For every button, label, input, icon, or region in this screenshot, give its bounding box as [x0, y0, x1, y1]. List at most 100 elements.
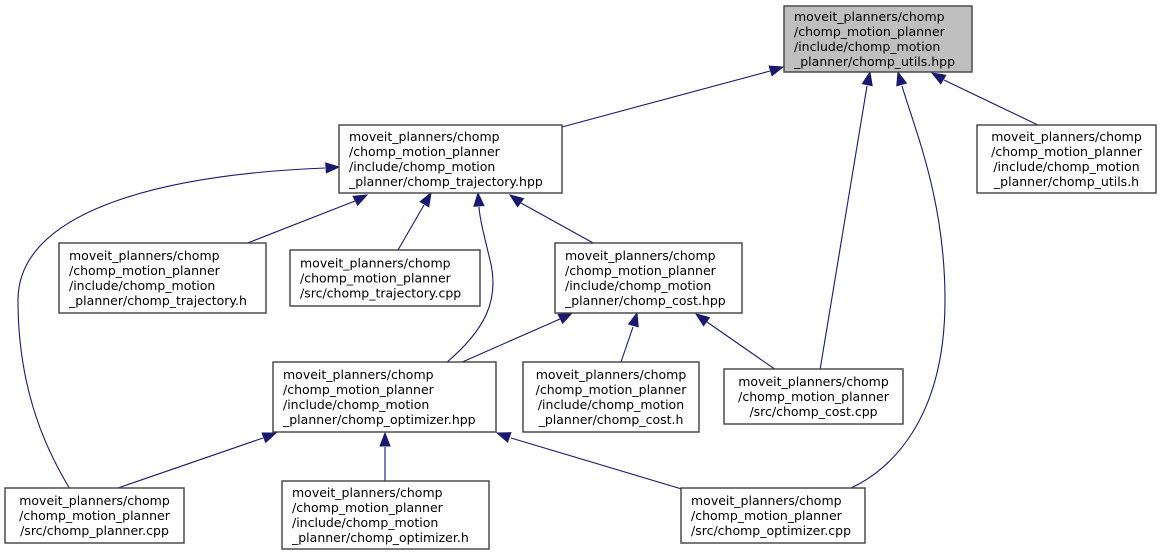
- edge-line: [445, 206, 494, 364]
- edge-optimizer_cpp-to-optimizer_hpp: [495, 432, 686, 491]
- node-label-line: /chomp_motion_planner: [292, 500, 444, 515]
- node-label-line: /chomp_motion_planner: [691, 508, 843, 523]
- node-label-line: /chomp_motion_planner: [19, 508, 171, 523]
- arrowhead-icon: [261, 432, 278, 444]
- node-label-line: /include/chomp_motion: [794, 39, 940, 54]
- node-label-line: _planner/chomp_optimizer.h: [291, 530, 469, 545]
- node-box: [272, 361, 497, 433]
- edge-line: [114, 437, 264, 490]
- edge-line: [459, 318, 561, 364]
- node-label-line: /include/chomp_motion: [538, 397, 684, 412]
- node-box: [289, 249, 481, 307]
- node-box: [554, 242, 743, 314]
- node-box: [58, 242, 267, 314]
- node-optimizer_hpp[interactable]: moveit_planners/chomp/chomp_motion_plann…: [272, 361, 497, 433]
- node-label-line: /include/chomp_motion: [283, 397, 429, 412]
- edge-optimizer_hpp-to-trajectory_hpp: [445, 191, 494, 364]
- node-label-line: moveit_planners/chomp: [536, 367, 687, 382]
- node-cost_cpp[interactable]: moveit_planners/chomp/chomp_motion_plann…: [723, 368, 904, 425]
- arrowhead-icon: [495, 432, 512, 443]
- arrowhead-icon: [508, 194, 525, 208]
- node-label-line: /chomp_motion_planner: [283, 382, 435, 397]
- edge-cost_cpp-to-cost_hpp: [694, 313, 777, 371]
- node-label-line: /include/chomp_motion: [565, 278, 711, 293]
- arrowhead-icon: [352, 194, 369, 207]
- node-label-line: _planner/chomp_optimizer.hpp: [282, 412, 476, 427]
- edge-line: [561, 70, 771, 128]
- node-label-line: moveit_planners/chomp: [991, 129, 1142, 144]
- node-box: [723, 368, 904, 425]
- node-label-line: /chomp_motion_planner: [69, 263, 221, 278]
- edge-line: [510, 437, 686, 491]
- node-cost_h[interactable]: moveit_planners/chomp/chomp_motion_plann…: [522, 361, 700, 433]
- node-label-line: /include/chomp_motion: [292, 515, 438, 530]
- edge-trajectory_cpp-to-trajectory_hpp: [397, 191, 432, 251]
- node-label-line: moveit_planners/chomp: [300, 256, 451, 271]
- edge-line: [397, 204, 425, 251]
- node-box: [338, 124, 563, 194]
- node-box: [522, 361, 700, 433]
- node-label-line: /src/chomp_optimizer.cpp: [691, 523, 851, 538]
- arrowhead-icon: [325, 162, 341, 174]
- node-label-line: /chomp_motion_planner: [991, 144, 1143, 159]
- node-label-line: moveit_planners/chomp: [349, 129, 500, 144]
- node-optimizer_cpp[interactable]: moveit_planners/chomp/chomp_motion_plann…: [680, 487, 866, 544]
- node-optimizer_h[interactable]: moveit_planners/chomp/chomp_motion_plann…: [281, 480, 490, 550]
- node-label-line: moveit_planners/chomp: [292, 485, 443, 500]
- edge-cost_cpp-to-utils_hpp: [819, 70, 873, 371]
- edge-planner_cpp-to-trajectory_hpp: [17, 162, 341, 490]
- edge-planner_cpp-to-optimizer_hpp: [114, 432, 278, 490]
- arrowhead-icon: [694, 313, 711, 327]
- node-label-line: /src/chomp_trajectory.cpp: [300, 286, 461, 301]
- node-label-line: _planner/chomp_cost.h: [538, 412, 684, 427]
- edge-utils_h-to-utils_hpp: [930, 72, 1041, 127]
- arrowhead-icon: [379, 431, 391, 447]
- edge-cost_hpp-to-trajectory_hpp: [508, 194, 596, 245]
- arrowhead-icon: [419, 191, 432, 208]
- node-box: [680, 487, 866, 544]
- arrowhead-icon: [930, 72, 947, 85]
- arrowhead-icon: [896, 70, 908, 87]
- node-label-line: _planner/chomp_trajectory.h: [68, 293, 247, 308]
- node-label-line: moveit_planners/chomp: [69, 248, 220, 263]
- node-label-line: moveit_planners/chomp: [794, 9, 945, 24]
- edge-line: [706, 321, 777, 371]
- arrowhead-icon: [473, 191, 485, 207]
- node-label-line: moveit_planners/chomp: [738, 374, 889, 389]
- node-label-line: /include/chomp_motion: [993, 159, 1139, 174]
- edge-line: [520, 202, 596, 245]
- arrowhead-icon: [861, 70, 873, 87]
- edge-optimizer_h-to-optimizer_hpp: [379, 431, 391, 481]
- nodes-layer: moveit_planners/chomp/chomp_motion_plann…: [4, 5, 1157, 550]
- edges-layer: [17, 65, 1041, 491]
- node-trajectory_hpp[interactable]: moveit_planners/chomp/chomp_motion_plann…: [338, 124, 563, 194]
- node-planner_cpp[interactable]: moveit_planners/chomp/chomp_motion_plann…: [4, 487, 185, 544]
- node-label-line: /include/chomp_motion: [349, 159, 495, 174]
- edge-line: [620, 326, 634, 363]
- edge-trajectory_hpp-to-utils_hpp: [561, 65, 785, 128]
- root-node-utils_hpp[interactable]: moveit_planners/chomp/chomp_motion_plann…: [783, 5, 973, 73]
- edge-line: [850, 85, 946, 489]
- node-cost_hpp[interactable]: moveit_planners/chomp/chomp_motion_plann…: [554, 242, 743, 314]
- arrowhead-icon: [557, 312, 574, 325]
- node-label-line: moveit_planners/chomp: [565, 248, 716, 263]
- edge-optimizer_hpp-to-cost_hpp: [459, 312, 574, 364]
- node-label-line: _planner/chomp_trajectory.hpp: [348, 174, 543, 189]
- node-trajectory_cpp[interactable]: moveit_planners/chomp/chomp_motion_plann…: [289, 249, 481, 307]
- arrowhead-icon: [627, 311, 639, 328]
- node-box: [4, 487, 185, 544]
- edge-optimizer_cpp-to-utils_hpp: [850, 70, 946, 489]
- node-box: [281, 480, 490, 550]
- node-label-line: /src/chomp_planner.cpp: [20, 523, 169, 538]
- node-label-line: /chomp_motion_planner: [794, 24, 946, 39]
- node-box: [783, 5, 973, 73]
- node-box: [976, 124, 1157, 194]
- node-label-line: _planner/chomp_utils.h: [993, 174, 1139, 189]
- edge-line: [17, 167, 326, 490]
- node-trajectory_h[interactable]: moveit_planners/chomp/chomp_motion_plann…: [58, 242, 267, 314]
- node-utils_h[interactable]: moveit_planners/chomp/chomp_motion_plann…: [976, 124, 1157, 194]
- node-label-line: _planner/chomp_cost.hpp: [564, 293, 726, 308]
- edge-line: [943, 79, 1041, 127]
- edge-line: [819, 85, 868, 371]
